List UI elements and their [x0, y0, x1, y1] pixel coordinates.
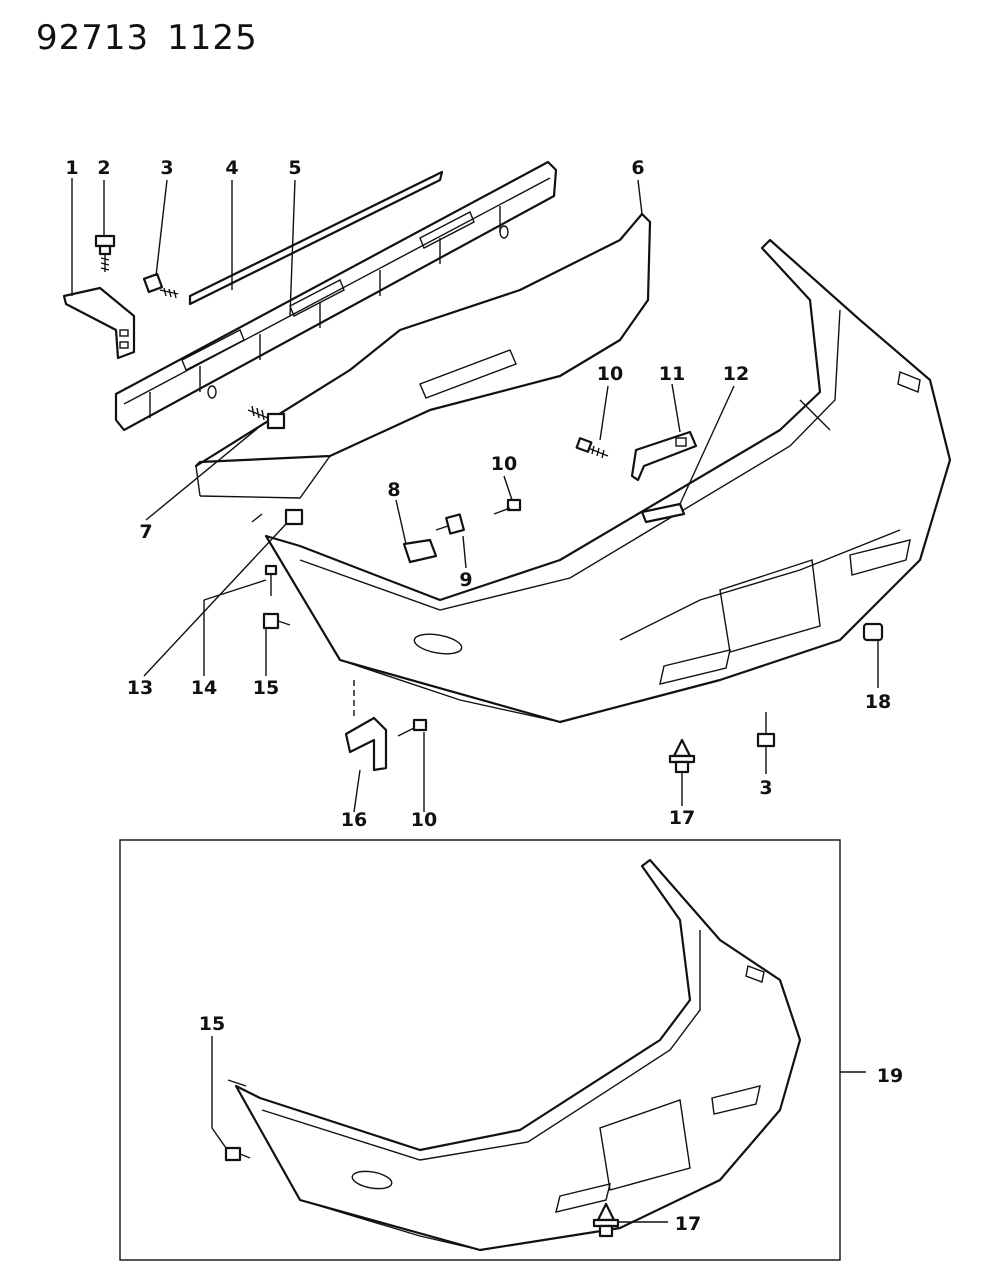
part-10-screw-a — [575, 385, 609, 459]
part-11-bracket — [630, 383, 698, 482]
callout-19: 19 — [876, 1065, 904, 1087]
callout-4: 4 — [225, 157, 239, 179]
callout-17-b: 17 — [674, 1213, 702, 1235]
part-9-clip — [435, 513, 467, 569]
callout-5: 5 — [288, 157, 302, 179]
part-14-screw — [203, 564, 278, 676]
part-2-bolt — [94, 180, 116, 272]
part-12-bracket — [640, 385, 735, 524]
part-10-screw-b — [493, 475, 522, 515]
part-13-nut — [143, 508, 304, 677]
diagram-code-2: 1125 — [167, 18, 258, 58]
callout-15-b: 15 — [198, 1013, 226, 1035]
callout-13: 13 — [126, 677, 154, 699]
callout-8: 8 — [387, 479, 401, 501]
part-17-clip-a — [668, 738, 696, 806]
callout-12: 12 — [722, 363, 750, 385]
part-7-clip — [145, 405, 286, 521]
callout-10-c: 10 — [410, 809, 438, 831]
callout-10-b: 10 — [490, 453, 518, 475]
callout-17-a: 17 — [668, 807, 696, 829]
bumper-cover-main — [264, 238, 952, 724]
callout-16: 16 — [340, 809, 368, 831]
diagram-header: 92713 1125 — [36, 18, 276, 58]
callout-10-a: 10 — [596, 363, 624, 385]
part-17-clip-b — [592, 1202, 668, 1238]
part-18-nut — [862, 622, 884, 688]
callout-1: 1 — [65, 157, 79, 179]
part-15-clip-b — [211, 1036, 251, 1162]
callout-3-b: 3 — [759, 777, 773, 799]
part-8-retainer — [395, 499, 438, 564]
part-19-assembly-box — [119, 839, 866, 1261]
callout-15-a: 15 — [252, 677, 280, 699]
part-3-bolt-top — [142, 179, 179, 299]
callout-3: 3 — [160, 157, 174, 179]
callout-11: 11 — [658, 363, 686, 385]
callout-9: 9 — [459, 569, 473, 591]
callout-18: 18 — [864, 691, 892, 713]
part-6-absorber — [194, 179, 652, 499]
part-3-bolt-bottom — [756, 712, 776, 774]
callout-6: 6 — [631, 157, 645, 179]
part-10-screw-c — [397, 718, 428, 812]
callout-14: 14 — [190, 677, 218, 699]
part-16-bracket — [344, 680, 388, 813]
part-15-clip-a — [262, 612, 291, 676]
part-1-bracket — [62, 178, 136, 360]
callout-7: 7 — [139, 521, 153, 543]
part-5-beam — [114, 160, 558, 432]
part-4-strip — [188, 170, 444, 306]
callout-2: 2 — [97, 157, 111, 179]
diagram-code-1: 92713 — [36, 18, 150, 58]
